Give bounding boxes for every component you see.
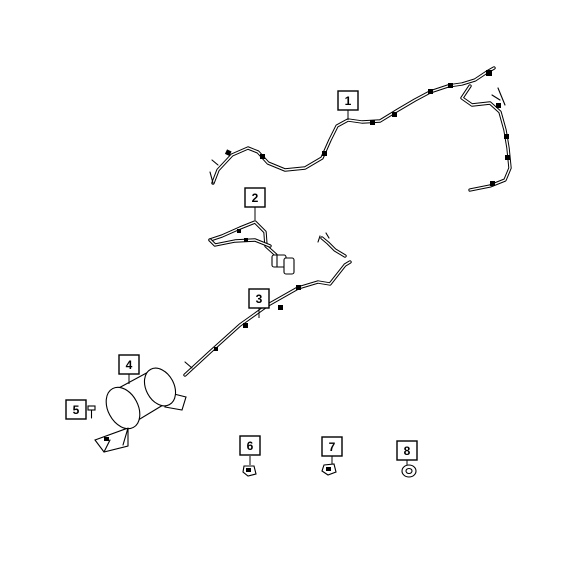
callout-4: 4 <box>118 354 140 375</box>
svg-text:4: 4 <box>126 358 133 372</box>
svg-text:3: 3 <box>256 292 263 306</box>
svg-text:8: 8 <box>404 444 411 458</box>
callout-2: 2 <box>244 187 266 208</box>
part-3-rod-tube[interactable] <box>183 232 352 377</box>
part-8-grommet[interactable] <box>401 464 417 478</box>
svg-text:6: 6 <box>247 439 254 453</box>
callout-1: 1 <box>337 90 359 111</box>
part-1-tube-assembly[interactable] <box>209 66 512 192</box>
svg-text:5: 5 <box>73 403 80 417</box>
part-4-reservoir-canister[interactable] <box>94 363 187 453</box>
part-7-clip[interactable] <box>321 463 337 476</box>
part-5-screw[interactable] <box>87 405 96 419</box>
svg-text:7: 7 <box>329 440 336 454</box>
callout-7: 7 <box>321 436 343 457</box>
part-2-vacuum-hose[interactable] <box>208 220 295 275</box>
part-6-clip[interactable] <box>242 465 257 477</box>
callout-3: 3 <box>248 288 270 309</box>
callout-5: 5 <box>65 399 87 420</box>
callout-8: 8 <box>396 440 418 461</box>
svg-text:1: 1 <box>345 94 352 108</box>
svg-text:2: 2 <box>252 191 259 205</box>
callout-6: 6 <box>239 435 261 456</box>
